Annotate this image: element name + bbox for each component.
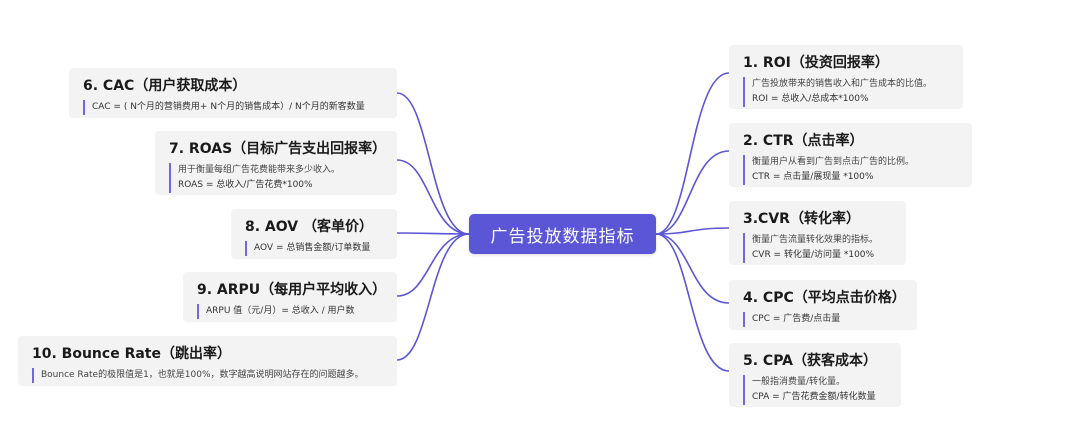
node-desc: 用于衡量每组广告花费能带来多少收入。 (178, 165, 341, 175)
node-body: AOV = 总销售金额/订单数量 (245, 241, 370, 256)
connector-cpa (655, 233, 730, 372)
node-aov[interactable]: 8. AOV （客单价） AOV = 总销售金额/订单数量 (231, 209, 397, 259)
node-formula: CVR = 转化量/访问量 *100% (752, 250, 875, 260)
node-formula: CPC = 广告费/点击量 (752, 314, 841, 324)
node-desc: 衡量广告流量转化效果的指标。 (752, 235, 879, 245)
node-body: CPC = 广告费/点击量 (743, 312, 840, 327)
node-title: 1. ROI（投资回报率） (743, 55, 889, 71)
node-body: 一般指消费量/转化量。 CPA = 广告花费金额/转化数量 (743, 375, 876, 405)
connector-roi (655, 72, 730, 235)
connector-ctr (655, 150, 730, 235)
node-body: ARPU 值（元/月）= 总收入 / 用户数 (197, 304, 354, 319)
node-desc: Bounce Rate的极限值是1，也就是100%，数字越高说明网站存在的问题越… (41, 370, 364, 380)
central-topic[interactable]: 广告投放数据指标 (469, 214, 656, 254)
connector-aov (396, 232, 470, 235)
node-title: 6. CAC（用户获取成本） (83, 78, 247, 94)
node-body: 用于衡量每组广告花费能带来多少收入。 ROAS = 总收入/广告花费*100% (169, 163, 340, 193)
node-title: 9. ARPU（每用户平均收入） (197, 282, 387, 298)
node-ctr[interactable]: 2. CTR（点击率） 衡量用户从看到广告到点击广告的比例。 CTR = 点击量… (729, 123, 972, 187)
connector-cvr (655, 227, 730, 235)
node-formula: AOV = 总销售金额/订单数量 (254, 243, 371, 253)
node-desc: 广告投放带来的销售收入和广告成本的比值。 (752, 79, 933, 89)
node-formula: ROAS = 总收入/广告花费*100% (178, 180, 313, 190)
node-title: 2. CTR（点击率） (743, 133, 864, 149)
node-title: 4. CPC（平均点击价格） (743, 290, 906, 306)
node-title: 8. AOV （客单价） (245, 219, 374, 235)
node-body: 广告投放带来的销售收入和广告成本的比值。 ROI = 总收入/总成本*100% (743, 77, 932, 107)
node-roas[interactable]: 7. ROAS（目标广告支出回报率） 用于衡量每组广告花费能带来多少收入。 RO… (155, 131, 397, 195)
node-title: 7. ROAS（目标广告支出回报率） (169, 141, 387, 157)
node-formula: CAC = ( N个月的营销费用+ N个月的销售成本）/ N个月的新客数量 (92, 102, 365, 112)
connector-arpu (396, 233, 470, 297)
node-arpu[interactable]: 9. ARPU（每用户平均收入） ARPU 值（元/月）= 总收入 / 用户数 (183, 272, 397, 322)
node-bounce-rate[interactable]: 10. Bounce Rate（跳出率） Bounce Rate的极限值是1，也… (18, 336, 397, 386)
connector-cac (396, 92, 470, 235)
node-formula: CTR = 点击量/展现量 *100% (752, 172, 874, 182)
connector-cpc (655, 233, 730, 304)
node-title: 10. Bounce Rate（跳出率） (32, 346, 231, 362)
node-body: 衡量广告流量转化效果的指标。 CVR = 转化量/访问量 *100% (743, 233, 878, 263)
connector-bounce (396, 233, 470, 361)
node-roi[interactable]: 1. ROI（投资回报率） 广告投放带来的销售收入和广告成本的比值。 ROI =… (729, 45, 963, 109)
node-body: 衡量用户从看到广告到点击广告的比例。 CTR = 点击量/展现量 *100% (743, 155, 914, 185)
node-title: 5. CPA（获客成本） (743, 353, 878, 369)
node-title: 3.CVR（转化率） (743, 211, 860, 227)
node-desc: 衡量用户从看到广告到点击广告的比例。 (752, 157, 915, 167)
node-body: Bounce Rate的极限值是1，也就是100%，数字越高说明网站存在的问题越… (32, 368, 364, 383)
central-topic-label: 广告投放数据指标 (490, 226, 635, 247)
node-cac[interactable]: 6. CAC（用户获取成本） CAC = ( N个月的营销费用+ N个月的销售成… (69, 68, 397, 118)
node-desc: 一般指消费量/转化量。 (752, 377, 846, 387)
node-cvr[interactable]: 3.CVR（转化率） 衡量广告流量转化效果的指标。 CVR = 转化量/访问量 … (729, 201, 906, 265)
node-formula: ROI = 总收入/总成本*100% (752, 94, 869, 104)
node-body: CAC = ( N个月的营销费用+ N个月的销售成本）/ N个月的新客数量 (83, 100, 365, 115)
node-formula: CPA = 广告花费金额/转化数量 (752, 392, 876, 402)
node-formula: ARPU 值（元/月）= 总收入 / 用户数 (206, 306, 355, 316)
node-cpc[interactable]: 4. CPC（平均点击价格） CPC = 广告费/点击量 (729, 280, 917, 330)
node-cpa[interactable]: 5. CPA（获客成本） 一般指消费量/转化量。 CPA = 广告花费金额/转化… (729, 343, 901, 407)
connector-roas (396, 159, 470, 235)
